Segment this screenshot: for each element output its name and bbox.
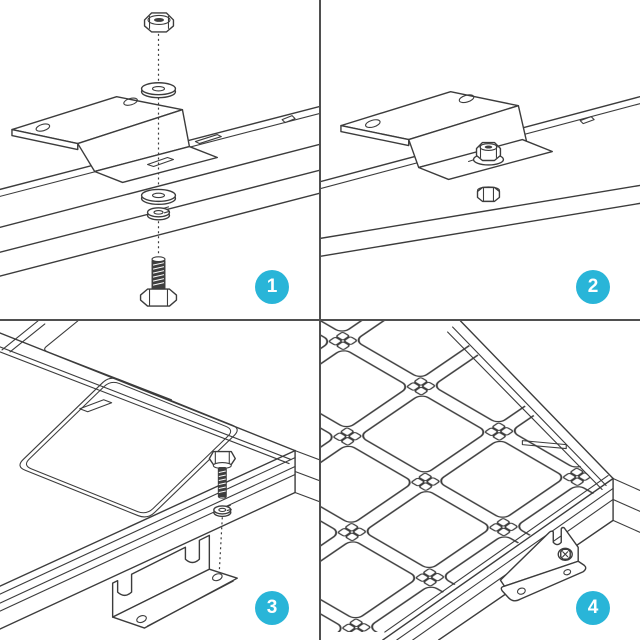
flat-washer-bottom [140,188,177,206]
step-3-illustration [0,321,319,630]
step-badge-3: 3 [255,591,289,625]
mounting-rail [0,105,319,277]
z-bracket [499,526,587,602]
panel-frame-edge [0,449,319,630]
step-panel-4: 4 [321,321,640,640]
step-badge-4: 4 [576,591,610,625]
spring-washer [213,504,232,518]
hex-bolt [208,450,236,499]
bolt-head-below-rail [476,186,501,203]
step-4-illustration [321,321,640,640]
step-badge-1: 1 [255,270,289,304]
z-bracket [111,534,238,629]
hex-nut [143,12,175,33]
panel-divider-horizontal [0,319,640,321]
step-badge-2: 2 [576,270,610,304]
hex-bolt [139,256,178,307]
hex-nut-fastened [472,141,505,166]
step-2-illustration [321,91,640,257]
flat-washer-top [140,82,177,99]
step-panel-3: 3 [0,321,319,640]
solar-panel-underside [0,321,296,518]
step-panel-2: 2 [321,0,640,319]
dashed-guide-line [218,517,223,572]
step-1-illustration [0,12,319,307]
bracket-screw [557,547,573,561]
spring-washer [146,206,171,221]
z-bracket [11,95,219,184]
bracket-slot [146,156,175,168]
z-bracket [340,91,553,181]
step-panel-1: 1 [0,0,319,319]
